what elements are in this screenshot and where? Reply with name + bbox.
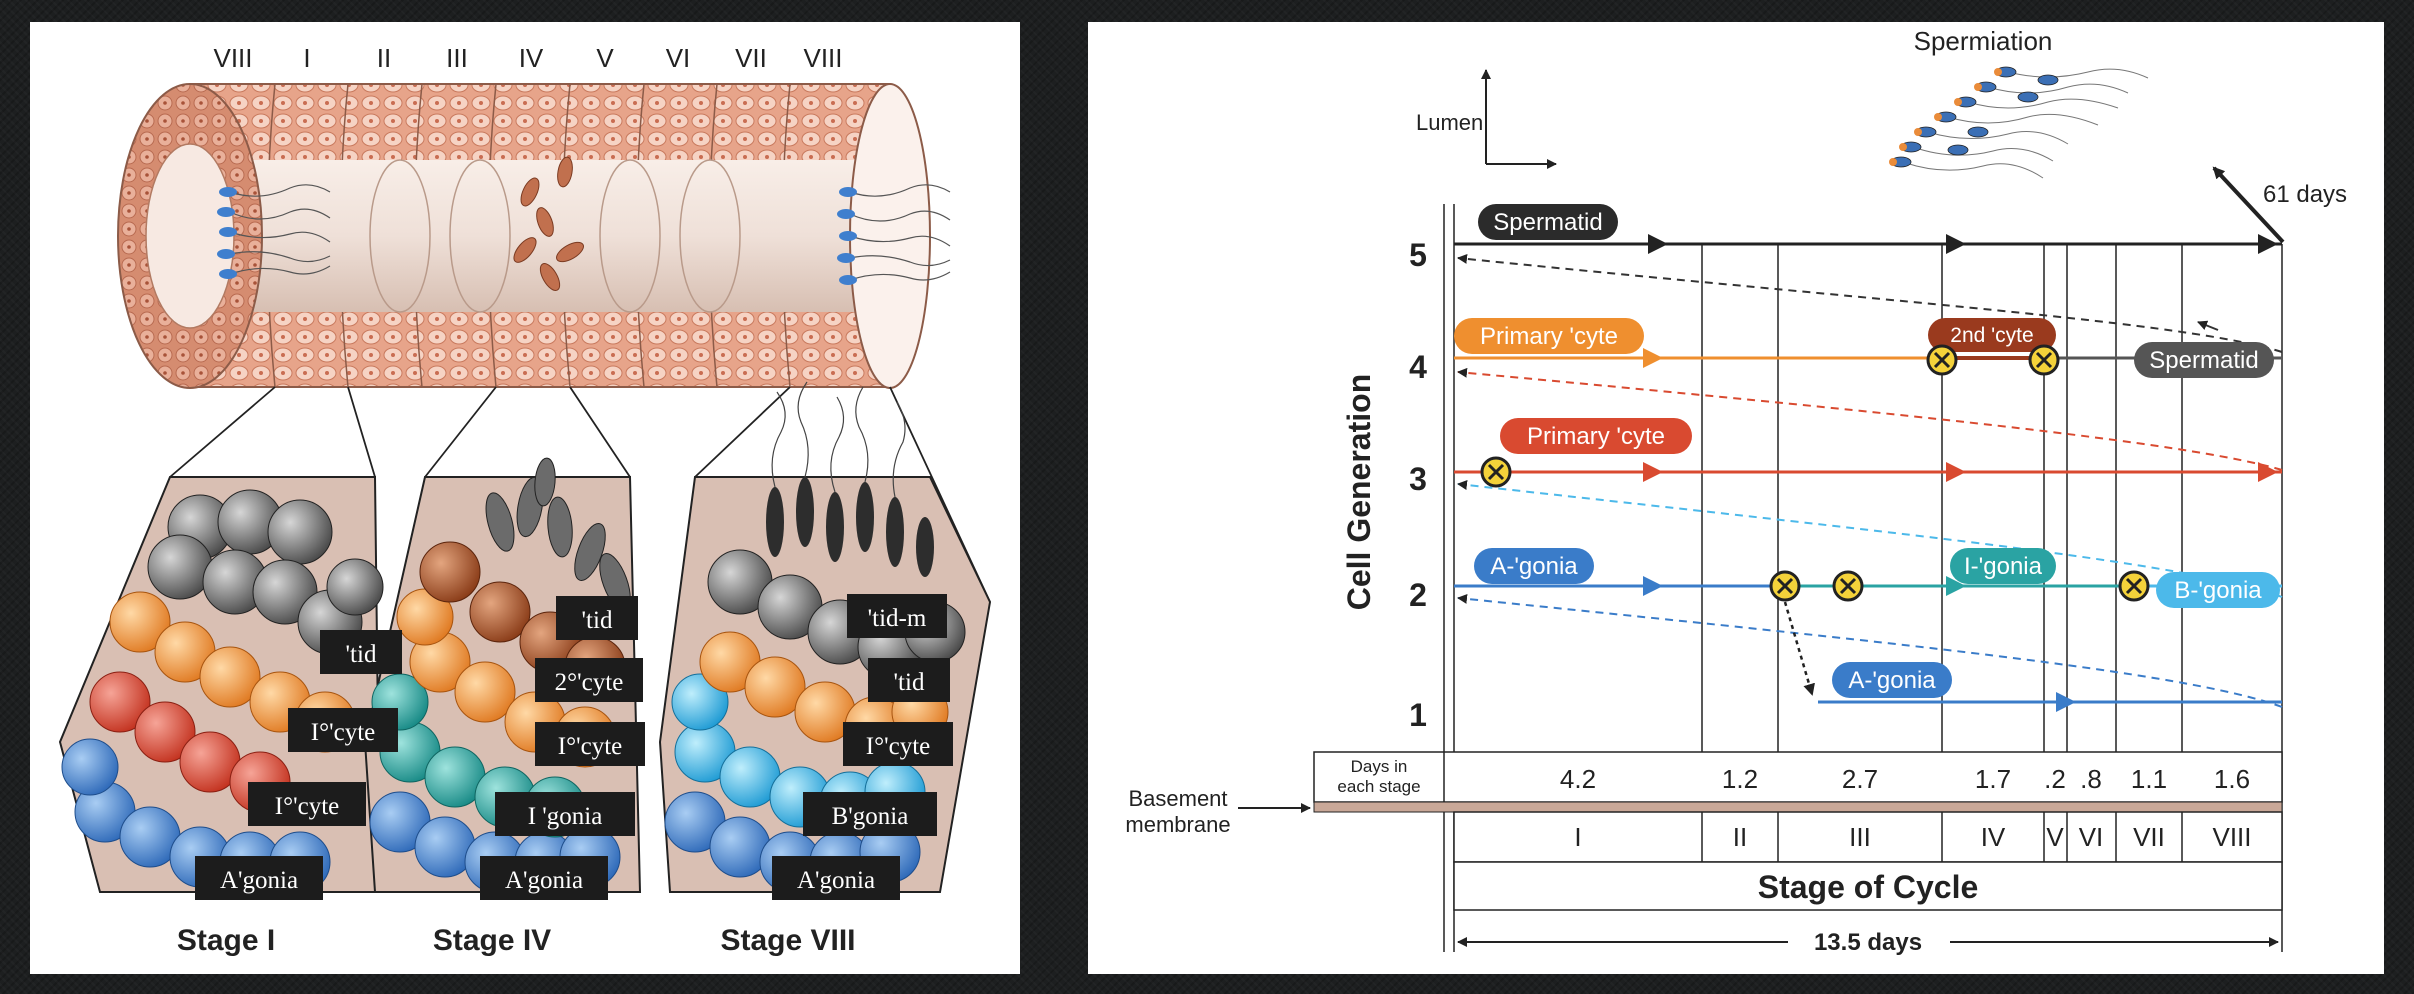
stage-label: VII bbox=[2133, 822, 2165, 852]
y-axis-title: Cell Generation bbox=[1341, 374, 1377, 611]
top-stage-labels: VIII I II III IV V VI VII VIII bbox=[213, 43, 842, 73]
stage-i-label-primary-cyte-a: I°'cyte bbox=[311, 719, 375, 746]
sixty-one-days-label: 61 days bbox=[2263, 181, 2347, 208]
generation-3: 3 bbox=[1409, 461, 1427, 497]
stage-label: VI bbox=[2079, 822, 2104, 852]
days-value: .8 bbox=[2080, 764, 2102, 794]
top-stage-label: III bbox=[446, 43, 468, 73]
stage-label: II bbox=[1733, 822, 1747, 852]
stage-viii-label-tid-m: 'tid-m bbox=[868, 605, 927, 632]
stage-i-panel bbox=[58, 476, 384, 893]
top-stage-label: VI bbox=[666, 43, 691, 73]
second-cyte-label: 2nd 'cyte bbox=[1950, 324, 2033, 347]
tubule-illustration: VIII I II III IV V VI VII VIII bbox=[58, 43, 992, 957]
lumen-axes: Lumen bbox=[1416, 69, 1557, 169]
top-stage-label: VIII bbox=[803, 43, 842, 73]
stage-viii-title: Stage VIII bbox=[720, 924, 855, 957]
x-marker-icon bbox=[1480, 456, 1512, 488]
tubule-illustration-panel: VIII I II III IV V VI VII VIII bbox=[30, 22, 1020, 974]
generation-2: 2 bbox=[1409, 577, 1427, 613]
stage-viii-label-a-gonia: A'gonia bbox=[797, 867, 875, 894]
i-gonia-label: I-'gonia bbox=[1964, 553, 2043, 580]
stage-iv-panel bbox=[363, 457, 642, 893]
stage-label: VIII bbox=[2212, 822, 2251, 852]
sperm-cluster bbox=[1889, 66, 2149, 179]
days-value: 2.7 bbox=[1842, 764, 1878, 794]
cell-labels: 'tid I°'cyte I°'cyte A'gonia 'tid 2°'cyt… bbox=[195, 594, 953, 900]
basement-label-line2: membrane bbox=[1125, 812, 1230, 837]
top-stage-label: I bbox=[303, 43, 310, 73]
generation-5: 5 bbox=[1409, 237, 1427, 273]
x-marker-icon bbox=[1769, 570, 1801, 602]
stage-label: III bbox=[1849, 822, 1871, 852]
stage-label: I bbox=[1574, 822, 1581, 852]
lumen-label: Lumen bbox=[1416, 110, 1483, 135]
x-marker-icon bbox=[1832, 570, 1864, 602]
days-value: .2 bbox=[2044, 764, 2066, 794]
cycle-length-label: 13.5 days bbox=[1814, 929, 1922, 956]
stage-i-title: Stage I bbox=[177, 924, 275, 957]
stage-iv-title: Stage IV bbox=[433, 924, 551, 957]
primary-cyte-label-3: Primary 'cyte bbox=[1527, 423, 1665, 450]
spermatid-label-4: Spermatid bbox=[2149, 347, 2258, 374]
generation-1: 1 bbox=[1409, 697, 1427, 733]
top-stage-label: V bbox=[596, 43, 614, 73]
top-stage-label: IV bbox=[519, 43, 544, 73]
x-axis-title: Stage of Cycle bbox=[1758, 869, 1979, 905]
stage-iv-label-a-gonia: A'gonia bbox=[505, 867, 583, 894]
panel-titles: Stage I Stage IV Stage VIII bbox=[177, 924, 856, 957]
stage-i-label-primary-cyte-b: I°'cyte bbox=[275, 793, 339, 820]
primary-cyte-label-4: Primary 'cyte bbox=[1480, 323, 1618, 350]
spermiation-label: Spermiation bbox=[1914, 26, 2053, 56]
a-gonia-label-1: A-'gonia bbox=[1848, 667, 1936, 694]
generation-4: 4 bbox=[1409, 349, 1427, 385]
days-value: 4.2 bbox=[1560, 764, 1596, 794]
x-marker-icon bbox=[2118, 570, 2150, 602]
stage-viii-label-tid: 'tid bbox=[894, 669, 925, 696]
stage-label: V bbox=[2046, 822, 2064, 852]
top-stage-label: II bbox=[377, 43, 391, 73]
days-value: 1.1 bbox=[2131, 764, 2167, 794]
days-value: 1.6 bbox=[2214, 764, 2250, 794]
stage-iv-label-primary-cyte: I°'cyte bbox=[558, 733, 622, 760]
days-header-line1: Days in bbox=[1351, 757, 1408, 776]
x-marker-icon bbox=[1926, 344, 1958, 376]
cycle-diagram-panel: Spermiation Lumen bbox=[1088, 22, 2384, 974]
basement-membrane bbox=[1313, 801, 2283, 813]
generation-1-track: A-'gonia bbox=[1818, 662, 2282, 712]
days-table: Days in each stage 4.2 1.2 2.7 1.7 .2 .8… bbox=[1313, 751, 2283, 803]
generation-3-track: Primary 'cyte bbox=[1454, 418, 2283, 598]
b-gonia-label: B-'gonia bbox=[2174, 577, 2262, 604]
generation-5-spermatid-track: Spermatid bbox=[1454, 204, 2283, 353]
stage-label: IV bbox=[1981, 822, 2006, 852]
top-stage-label: VIII bbox=[213, 43, 252, 73]
generation-labels: 5 4 3 2 1 bbox=[1409, 237, 1427, 733]
generation-2-track: A-'gonia I-'gonia B-'gonia bbox=[1454, 548, 2283, 708]
cycle-length-bracket: 13.5 days bbox=[1457, 929, 2279, 956]
days-value: 1.7 bbox=[1975, 764, 2011, 794]
stage-viii-label-primary-cyte: I°'cyte bbox=[866, 733, 930, 760]
stage-row: I II III IV V VI VII VIII Stage of Cycle bbox=[1453, 811, 2283, 911]
basement-label-line1: Basement bbox=[1128, 786, 1227, 811]
spermatid-label-top: Spermatid bbox=[1493, 209, 1602, 236]
days-value: 1.2 bbox=[1722, 764, 1758, 794]
stage-viii-label-b-gonia: B'gonia bbox=[832, 803, 909, 830]
stage-iv-label-i-gonia: I 'gonia bbox=[528, 803, 603, 830]
stage-iv-label-tid: 'tid bbox=[582, 607, 613, 634]
top-stage-label: VII bbox=[735, 43, 767, 73]
generation-4-track: Primary 'cyte 2nd 'cyte Spermatid bbox=[1454, 318, 2283, 471]
stage-i-label-tid: 'tid bbox=[346, 641, 377, 668]
sixty-one-days-arrow bbox=[2212, 166, 2285, 244]
a-gonia-label-2: A-'gonia bbox=[1490, 553, 1578, 580]
days-header-line2: each stage bbox=[1337, 777, 1420, 796]
x-marker-icon bbox=[2028, 344, 2060, 376]
stage-iv-label-secondary-cyte: 2°'cyte bbox=[555, 669, 624, 696]
stage-i-label-a-gonia: A'gonia bbox=[220, 867, 298, 894]
spermatogenesis-cycle-diagram: Spermiation Lumen bbox=[1125, 26, 2347, 956]
seminiferous-tubule bbox=[117, 83, 951, 389]
